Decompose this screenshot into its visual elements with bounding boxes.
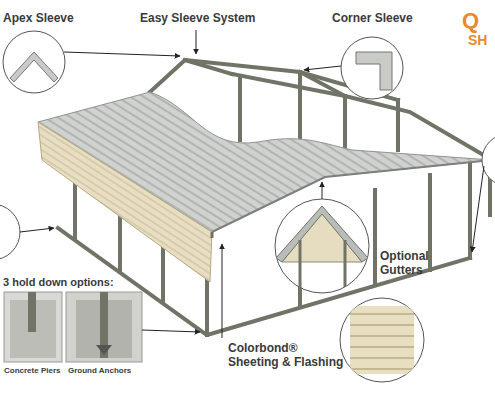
part-label: Corner Sleeve — [332, 12, 413, 26]
option-label: Concrete Piers — [4, 366, 64, 375]
post-callout — [0, 204, 20, 260]
wall-sheeting — [38, 122, 212, 282]
frame-callout — [482, 134, 495, 186]
hold-down-panel — [4, 292, 142, 362]
corner-sleeve-callout — [341, 37, 403, 99]
leader-lines — [20, 30, 484, 338]
part-label: Apex Sleeve — [3, 12, 74, 26]
logo-text: SH — [468, 32, 487, 48]
part-label: Easy Sleeve System — [140, 12, 255, 26]
part-label: Optional Gutters — [380, 250, 442, 278]
colorbond-callout — [340, 298, 424, 382]
panel-heading: 3 hold down options: — [3, 276, 114, 289]
gutter-callout — [275, 199, 369, 293]
roof-sheeting — [38, 92, 492, 232]
logo-mark: Q — [462, 8, 479, 33]
part-label: Colorbond® Sheeting & Flashing — [228, 342, 346, 370]
frame-corner — [211, 232, 214, 238]
apex-sleeve-callout — [3, 31, 65, 93]
option-label: Ground Anchors — [68, 366, 142, 375]
